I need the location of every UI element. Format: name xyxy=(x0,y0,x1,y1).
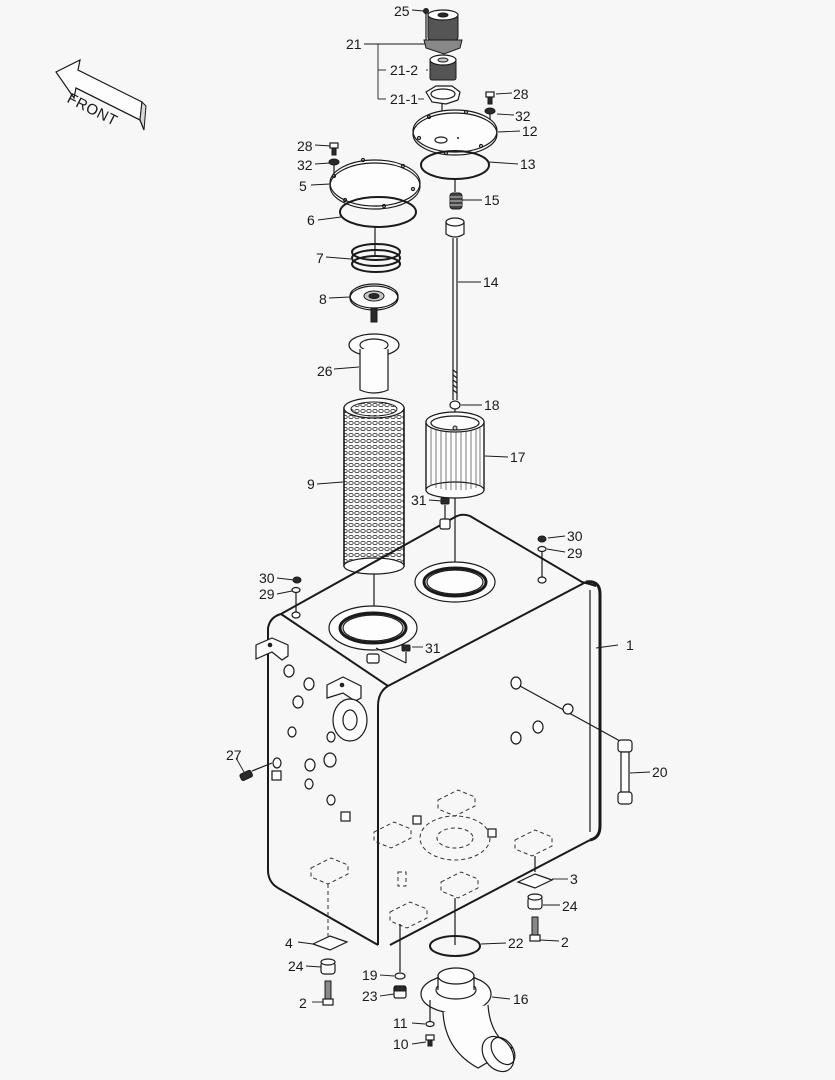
o-ring-22 xyxy=(429,898,507,957)
plug-30-29-right xyxy=(537,535,566,584)
callout-8: 8 xyxy=(319,291,327,307)
callout-27: 27 xyxy=(226,747,242,763)
callout-29-left: 29 xyxy=(259,586,275,602)
callout-25: 25 xyxy=(394,3,410,19)
bolt-28-left xyxy=(314,142,340,176)
callout-12: 12 xyxy=(522,123,538,139)
callout-20: 20 xyxy=(652,764,668,780)
flange-port xyxy=(332,698,368,742)
hydraulic-tank-1 xyxy=(267,513,619,946)
mount-bracket-mid xyxy=(326,676,362,702)
callout-23: 23 xyxy=(362,988,378,1004)
callout-17: 17 xyxy=(510,449,526,465)
callout-32-left: 32 xyxy=(297,157,313,173)
callout-2-left: 2 xyxy=(299,995,307,1011)
tank-port-front xyxy=(328,605,418,664)
callout-26: 26 xyxy=(317,363,333,379)
o-ring-6 xyxy=(317,196,417,228)
callout-5: 5 xyxy=(299,178,307,194)
level-gauge-20 xyxy=(510,676,651,805)
mount-left xyxy=(297,935,349,1006)
o-ring-13 xyxy=(420,150,519,192)
bolt-28-right xyxy=(484,91,515,124)
plug-30-29-left xyxy=(276,576,302,619)
callout-3: 3 xyxy=(570,871,578,887)
callout-21-2: 21-2 xyxy=(390,62,419,78)
callout-18: 18 xyxy=(484,397,500,413)
callout-31-upper: 31 xyxy=(411,492,427,508)
breather-cap xyxy=(411,8,463,55)
mount-bracket-left xyxy=(255,637,289,661)
callout-15: 15 xyxy=(484,192,500,208)
callout-4: 4 xyxy=(285,935,293,951)
callout-19: 19 xyxy=(362,967,378,983)
callout-28-right: 28 xyxy=(513,86,529,102)
callout-6: 6 xyxy=(307,212,315,228)
filter-element-17 xyxy=(425,411,509,585)
spring-15 xyxy=(449,192,482,210)
bolt-10-washer-11 xyxy=(411,1000,435,1047)
callout-22: 22 xyxy=(508,935,524,951)
cover-5 xyxy=(310,157,421,210)
mount-right xyxy=(516,856,568,942)
sensor-27 xyxy=(235,757,273,782)
tank-port-rear xyxy=(414,561,496,603)
callout-16: 16 xyxy=(513,991,529,1007)
plug-31-upper xyxy=(428,497,451,530)
callout-31-lower: 31 xyxy=(425,640,441,656)
suction-elbow-16 xyxy=(420,967,516,1073)
callout-24-left: 24 xyxy=(288,958,304,974)
callout-bracket-21 xyxy=(364,43,428,100)
element-21-2 xyxy=(426,54,457,81)
callout-14: 14 xyxy=(483,274,499,290)
plug-31-lower xyxy=(375,644,423,664)
callout-9: 9 xyxy=(307,476,315,492)
callout-30-right: 30 xyxy=(567,528,583,544)
callout-2-right: 2 xyxy=(561,934,569,950)
callout-21-1: 21-1 xyxy=(390,91,419,107)
callout-21: 21 xyxy=(346,36,362,52)
callout-11: 11 xyxy=(393,1015,408,1031)
callout-32-right: 32 xyxy=(515,108,531,124)
callout-13: 13 xyxy=(520,156,536,172)
tank-bosses-left xyxy=(271,664,351,822)
filter-element-9 xyxy=(316,397,405,630)
hidden-features xyxy=(310,789,553,940)
callout-30-left: 30 xyxy=(259,570,275,586)
valve-8 xyxy=(328,283,399,323)
callout-28-left: 28 xyxy=(297,138,313,154)
callout-29-right: 29 xyxy=(567,545,583,561)
sleeve-26 xyxy=(333,333,400,394)
callout-1: 1 xyxy=(626,637,634,653)
spring-ring-7 xyxy=(325,226,401,273)
cover-plate-12 xyxy=(412,109,521,156)
callout-7: 7 xyxy=(316,250,324,266)
rod-14 xyxy=(445,217,481,400)
front-arrow-icon xyxy=(55,58,147,131)
callout-24-right: 24 xyxy=(562,898,578,914)
callout-10: 10 xyxy=(393,1036,409,1052)
drain-plug-19-23 xyxy=(379,924,407,999)
